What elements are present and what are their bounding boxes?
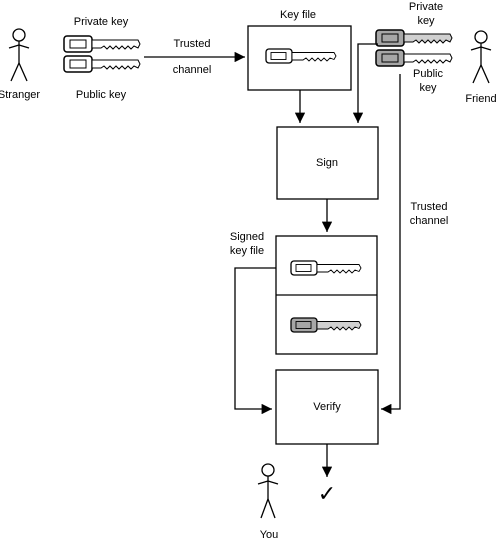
stranger-public-key-icon: [63, 55, 141, 73]
stranger-label: Stranger: [0, 89, 41, 101]
you-label: You: [259, 529, 279, 541]
verify-box: [275, 369, 379, 445]
checkmark-icon: ✓: [317, 482, 337, 507]
friend-public-key-icon: [375, 49, 453, 67]
key-file-label: Key file: [279, 9, 317, 21]
stranger-public-key-label: Public key: [75, 89, 127, 101]
friend-private-to-sign-arrow: [352, 43, 378, 123]
friend-public-key-label-line1: Public: [413, 68, 443, 80]
key-file-key-icon: [265, 48, 337, 64]
sign-label: Sign: [315, 157, 339, 169]
you-figure: [257, 463, 279, 519]
signed-key-file-label-line1: Signed: [229, 231, 265, 243]
trusted-channel-right-label-line1: Trusted: [410, 201, 448, 213]
friend-label: Friend: [465, 93, 497, 105]
verify-label: Verify: [313, 401, 341, 413]
trusted-channel-top-label-line2: channel: [172, 64, 212, 76]
friend-public-to-verify-arrow: [381, 74, 401, 415]
sign-box: [276, 126, 379, 200]
signature-key-icon: [290, 317, 362, 333]
friend-figure: [470, 30, 492, 84]
friend-private-key-icon: [375, 29, 453, 47]
signed-key-file-label-line2: key file: [229, 245, 265, 257]
signed-file-key-icon: [290, 260, 362, 276]
friend-private-key-label-line1: Private: [408, 1, 444, 13]
stranger-private-key-icon: [63, 35, 141, 53]
trusted-channel-top-label-line1: Trusted: [173, 38, 211, 50]
stranger-figure: [8, 28, 30, 82]
trusted-channel-right-label-line2: channel: [409, 215, 449, 227]
friend-public-key-label-line2: key: [419, 82, 437, 94]
friend-private-key-label-line2: key: [417, 15, 435, 27]
stranger-private-key-label: Private key: [73, 16, 129, 28]
signed-file-to-verify-arrow: [234, 267, 276, 415]
